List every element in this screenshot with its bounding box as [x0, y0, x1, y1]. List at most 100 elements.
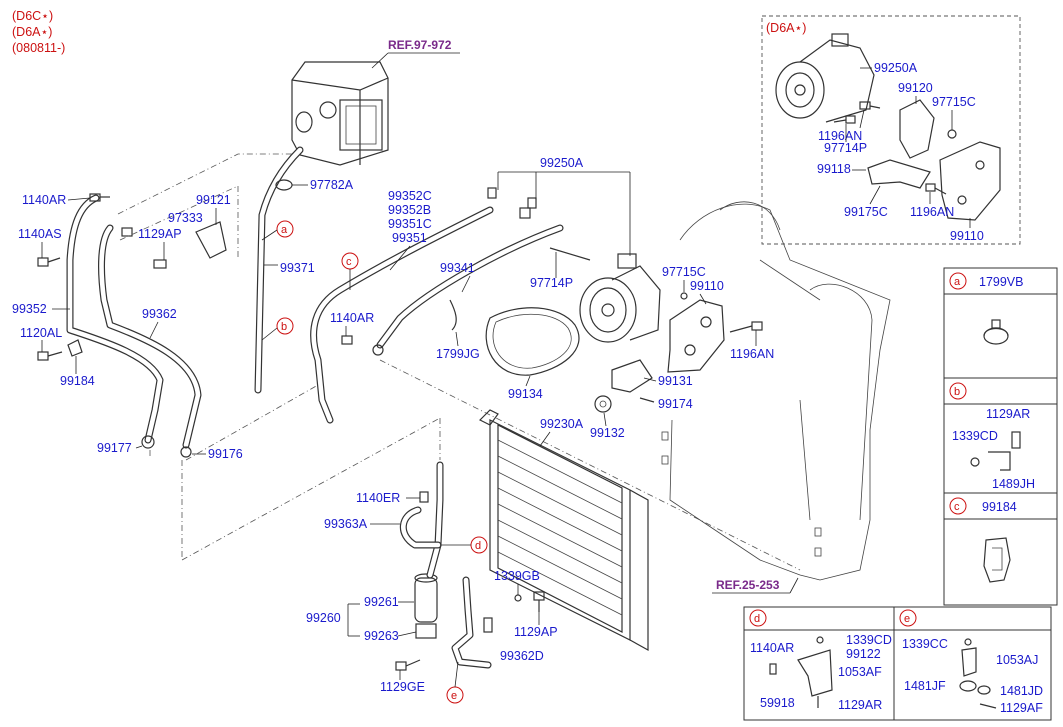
label-99371: 99371 — [280, 261, 315, 275]
inset-frame — [761, 15, 1021, 245]
label-99230A: 99230A — [540, 417, 584, 431]
inset-label-97714P: 97714P — [824, 141, 867, 155]
callout-c-main[interactable]: c — [341, 252, 359, 270]
callout-d-main[interactable]: d — [470, 536, 488, 554]
receiver-drier — [414, 573, 438, 639]
inset-label-99110: 99110 — [950, 229, 984, 243]
idler-pulley — [594, 395, 612, 413]
svg-text:e: e — [451, 690, 457, 702]
label-1140AR-left: 1140AR — [22, 193, 66, 207]
label-99352B: 99352B — [388, 203, 431, 217]
svg-text:d: d — [754, 613, 760, 625]
svg-text:d: d — [475, 540, 481, 552]
ref-radiator-link[interactable]: REF.25-253 — [716, 578, 780, 592]
inset-compressor — [775, 33, 875, 123]
note-date-range: (080811-) — [12, 41, 65, 55]
clip-99184 — [67, 339, 83, 357]
inset-label-99175C: 99175C — [844, 205, 888, 219]
panel-d-part-5: 59918 — [760, 696, 795, 710]
tensioner-bracket — [611, 359, 653, 393]
label-1120AL: 1120AL — [20, 326, 62, 340]
label-1129AP-left: 1129AP — [138, 227, 182, 241]
label-99121: 99121 — [196, 193, 231, 207]
bracket-97333 — [195, 221, 227, 259]
inset-bracket-99118 — [867, 159, 931, 189]
inset-label-1196AN-a: 1196AN — [818, 129, 862, 143]
panel-e-part-3: 1481JF — [904, 679, 946, 693]
inset-label-99118: 99118 — [817, 162, 851, 176]
bolt-1129AP-lower — [533, 591, 545, 612]
callout-e-main[interactable]: e — [446, 686, 464, 704]
svg-text:b: b — [954, 386, 960, 398]
inset-bracket-99110 — [939, 141, 1001, 221]
label-99362: 99362 — [142, 307, 177, 321]
hose-99351 — [310, 206, 494, 424]
label-99341: 99341 — [440, 261, 475, 275]
panel-d: d 1140AR 1339CD 99122 1053AF 59918 1129A… — [743, 606, 895, 721]
clamp-1799JG — [449, 299, 457, 331]
svg-text:b: b — [281, 321, 287, 333]
panel-c-part: 99184 — [982, 500, 1017, 514]
label-1339GB: 1339GB — [494, 569, 540, 583]
inset-bracket-99120 — [899, 99, 935, 159]
label-99131: 99131 — [658, 374, 693, 388]
panel-a-part: 1799VB — [979, 275, 1023, 289]
hose-99341 — [376, 224, 564, 349]
panel-e-part-1: 1339CC — [902, 637, 948, 651]
panel-d-part-1: 1140AR — [750, 641, 794, 655]
label-99362D: 99362D — [500, 649, 544, 663]
label-1196AN-main: 1196AN — [730, 347, 774, 361]
label-1129AP-lower: 1129AP — [514, 625, 558, 639]
pipe-99362D — [451, 576, 492, 669]
inset-bolts — [833, 101, 881, 124]
svg-text:e: e — [904, 613, 910, 625]
panel-d-part-6: 1129AR — [838, 698, 882, 712]
label-99177: 99177 — [97, 441, 132, 455]
ref-heater-link[interactable]: REF.97-972 — [388, 38, 452, 52]
label-1140AS: 1140AS — [18, 227, 62, 241]
svg-text:c: c — [954, 501, 960, 513]
panel-d-part-4: 1053AF — [838, 665, 882, 679]
label-99250A-main: 99250A — [540, 156, 584, 170]
svg-text:c: c — [346, 256, 352, 268]
label-99352C: 99352C — [388, 189, 432, 203]
label-97715C-main: 97715C — [662, 265, 706, 279]
panel-e-part-2: 1053AJ — [996, 653, 1038, 667]
bracket-99110-main — [667, 299, 725, 373]
inset-label-1196AN-b: 1196AN — [910, 205, 954, 219]
label-99263: 99263 — [364, 629, 399, 643]
bolt-1129GE — [395, 659, 421, 671]
drive-belt — [485, 307, 580, 376]
panel-e-part-4: 1481JD — [1000, 684, 1043, 698]
bolt-1120AL — [37, 351, 63, 361]
note-d6c: (D6C⋆) — [12, 9, 53, 23]
panel-b-part-2: 1339CD — [952, 429, 998, 443]
panel-b-part-3: 1489JH — [992, 477, 1035, 491]
label-99363A: 99363A — [324, 517, 368, 531]
label-99351: 99351 — [392, 231, 427, 245]
callout-b-main[interactable]: b — [276, 317, 294, 335]
label-99176: 99176 — [208, 447, 243, 461]
inset-bolt-1196AN — [925, 183, 947, 195]
callout-a-main[interactable]: a — [276, 220, 294, 238]
radiator-outline — [661, 201, 891, 581]
inset-title: (D6A⋆) — [766, 21, 806, 35]
label-99132: 99132 — [590, 426, 625, 440]
panel-a: a 1799VB — [943, 267, 1058, 379]
label-97333: 97333 — [168, 211, 203, 225]
label-99260: 99260 — [306, 611, 341, 625]
hose-99362 — [98, 224, 202, 449]
panel-b-part-1: 1129AR — [986, 407, 1030, 421]
label-99184-main: 99184 — [60, 374, 95, 388]
bolt-1140AS — [37, 257, 61, 267]
inset-label-99250A: 99250A — [874, 61, 918, 75]
label-97714P-main: 97714P — [530, 276, 573, 290]
panel-b: b 1129AR 1339CD 1489JH — [943, 377, 1058, 494]
label-97782A: 97782A — [310, 178, 354, 192]
heater-unit — [291, 61, 389, 166]
bolt-1140AR-left — [89, 193, 110, 202]
label-1129GE: 1129GE — [380, 680, 425, 694]
label-99174: 99174 — [658, 397, 693, 411]
bolt-1196AN-main — [729, 321, 763, 333]
